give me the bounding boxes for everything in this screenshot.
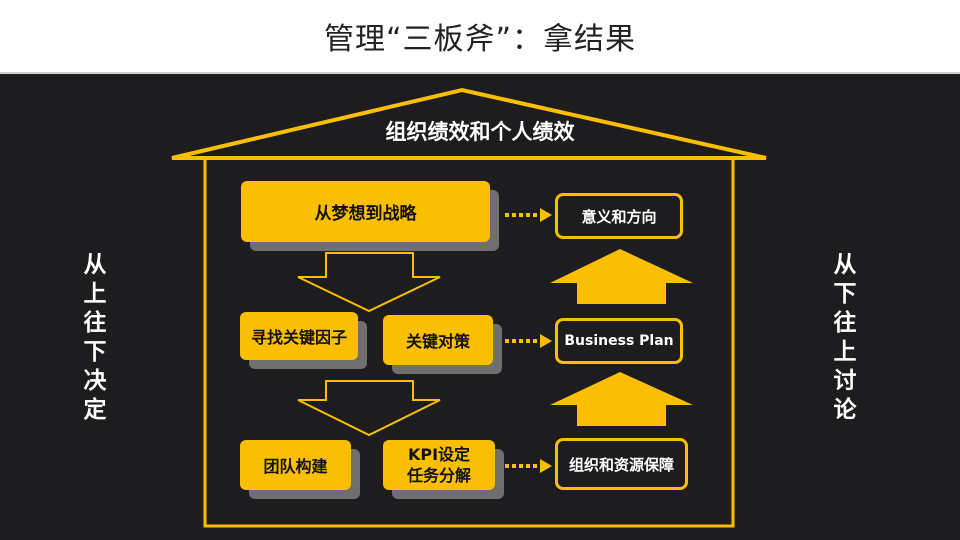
dream-to-strategy-box: 从梦想到战略 [241, 181, 490, 242]
kpi-task-box: KPI设定 任务分解 [383, 440, 495, 490]
roof-label: 组织绩效和个人绩效 [385, 120, 575, 144]
down-arrow-2 [297, 380, 441, 437]
org-resources-box: 组织和资源保障 [555, 438, 688, 490]
org-resources-label: 组织和资源保障 [568, 455, 674, 474]
key-factors-label: 寻找关键因子 [250, 328, 347, 347]
key-measures-box: 关键对策 [383, 315, 493, 365]
key-measures-label: 关键对策 [405, 332, 470, 351]
dream-to-strategy-label: 从梦想到战略 [314, 204, 417, 224]
task-breakdown-label: 任务分解 [406, 466, 471, 485]
key-factors-box: 寻找关键因子 [240, 312, 358, 360]
business-plan-box: Business Plan [555, 318, 683, 364]
house-frame [203, 156, 735, 528]
business-plan-label: Business Plan [564, 333, 674, 349]
title-divider [0, 72, 960, 74]
meaning-direction-label: 意义和方向 [581, 207, 657, 226]
meaning-direction-box: 意义和方向 [555, 193, 683, 239]
team-building-label: 团队构建 [263, 457, 328, 476]
up-arrow-2 [550, 372, 693, 426]
dotted-arrow-3 [505, 459, 552, 473]
slide-title: 管理“三板斧”：拿结果 [323, 22, 637, 57]
kpi-label: KPI设定 [407, 445, 471, 464]
title-bar [0, 0, 960, 72]
left-side-text: 从上往下决定 [83, 252, 107, 423]
dotted-arrow-1 [505, 208, 552, 222]
team-building-box: 团队构建 [240, 440, 351, 490]
right-side-text: 从下往上讨论 [833, 252, 857, 423]
dotted-arrow-2 [505, 334, 552, 348]
down-arrow-1 [297, 252, 441, 313]
up-arrow-1 [550, 249, 693, 304]
